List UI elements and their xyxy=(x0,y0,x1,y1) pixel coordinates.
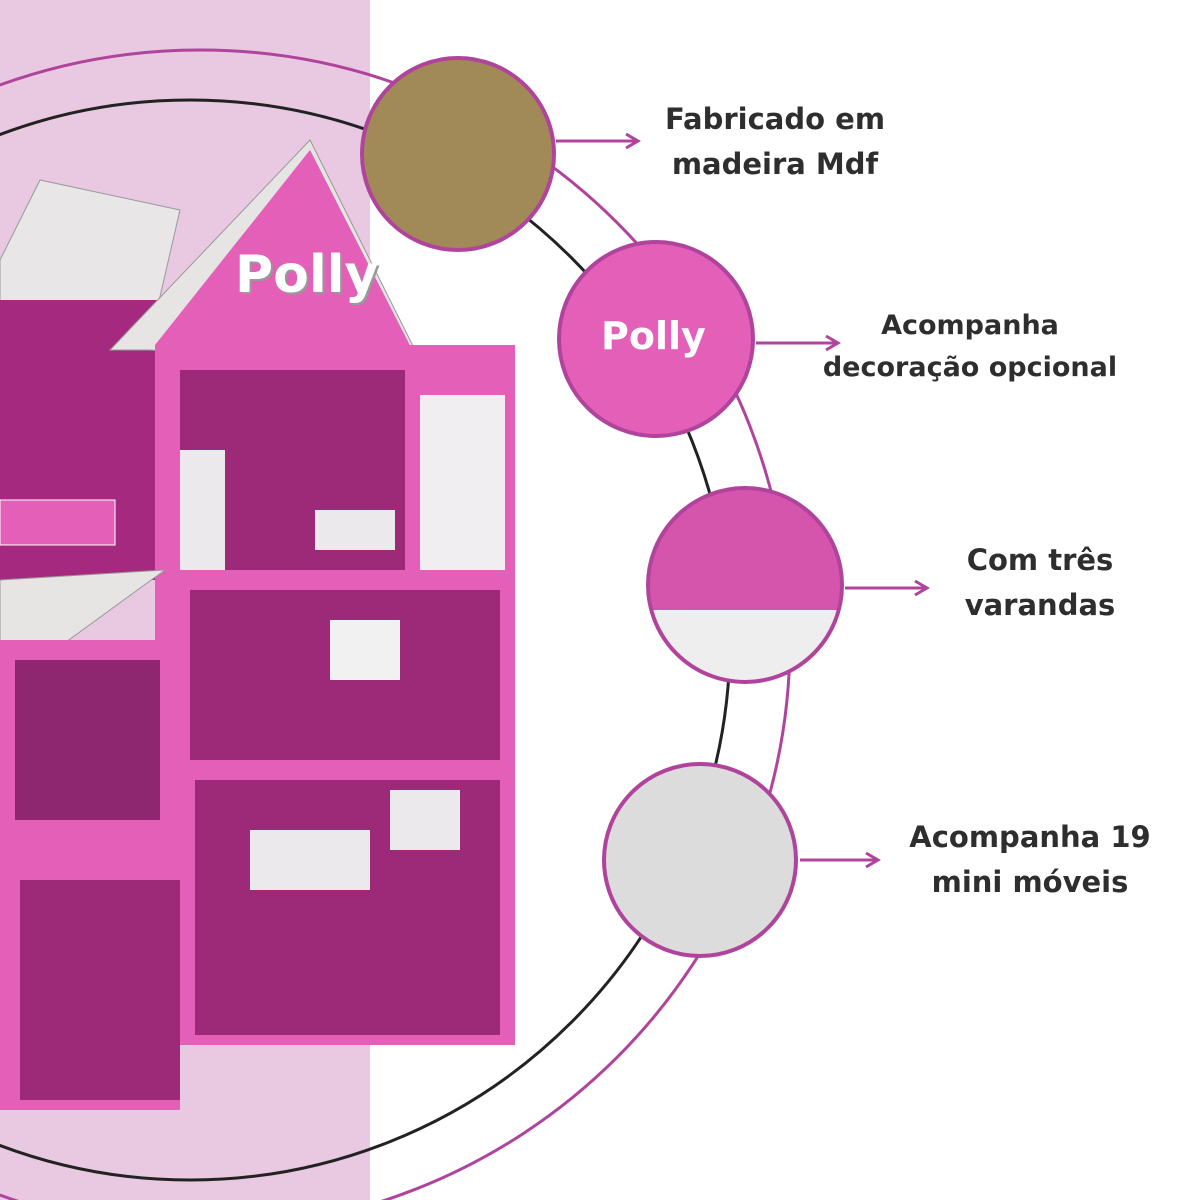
feature-line: mini móveis xyxy=(931,865,1129,899)
feature-line: madeira Mdf xyxy=(671,147,879,181)
house-logo: Polly xyxy=(235,245,379,305)
feature-balconies: Com três varandas xyxy=(900,538,1180,628)
feature-furniture: Acompanha 19 mini móveis xyxy=(880,815,1180,905)
feature-line: Com três xyxy=(966,543,1114,577)
dollhouse-image xyxy=(0,139,515,1110)
feature-line: decoração opcional xyxy=(822,352,1118,383)
polly-decoration-icon: Polly xyxy=(557,240,755,438)
feature-line: Fabricado em xyxy=(664,102,886,136)
feature-decoration: Acompanha decoração opcional xyxy=(800,305,1140,389)
feature-line: Acompanha 19 xyxy=(909,820,1151,854)
feature-line: varandas xyxy=(964,588,1116,622)
balcony-icon xyxy=(646,486,844,684)
arrows xyxy=(556,132,930,869)
mini-furniture-icon xyxy=(602,762,798,958)
feature-mdf: Fabricado em madeira Mdf xyxy=(620,97,930,187)
feature-line: Acompanha xyxy=(881,310,1059,341)
mdf-wood-texture-icon xyxy=(360,56,556,252)
